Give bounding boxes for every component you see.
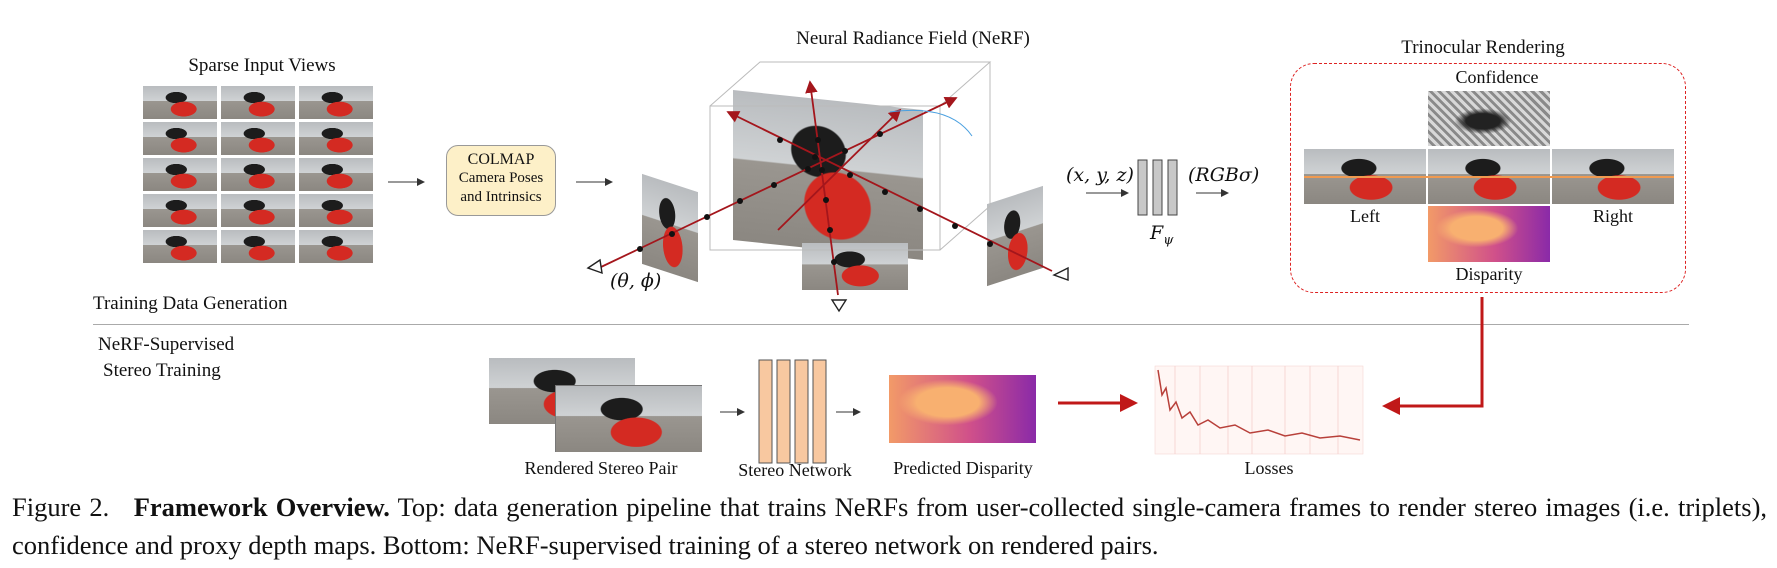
xyz-label: (x, y, z) — [1066, 164, 1134, 186]
viewing-direction-arc — [889, 109, 973, 137]
sparse-input-views-label: Sparse Input Views — [188, 55, 336, 76]
colmap-line2: and Intrinsics — [460, 189, 542, 205]
rgb-sigma-label: (RGBσ) — [1188, 164, 1260, 186]
rendered-stereo-pair-label: Rendered Stereo Pair — [524, 458, 678, 478]
input-view-thumb — [221, 158, 295, 191]
caption-prefix: Figure 2. — [12, 492, 110, 522]
trinocular-panel — [1290, 63, 1686, 293]
colmap-line1: Camera Poses — [458, 170, 544, 186]
scanline — [1304, 176, 1674, 178]
predicted-disparity-label: Predicted Disparity — [893, 458, 1033, 478]
theta-phi-label: (θ, ϕ) — [610, 270, 662, 292]
stereo-network-label: Stereo Network — [738, 460, 852, 480]
predicted-disparity-map — [889, 375, 1036, 443]
disparity-map — [1428, 206, 1550, 262]
ray-points — [637, 131, 993, 265]
input-view-thumb — [143, 158, 217, 191]
left-label: Left — [1350, 206, 1380, 226]
f-psi-sub: ψ — [1163, 232, 1174, 248]
input-view-thumb — [299, 230, 373, 263]
stereo-pair-front-image — [555, 385, 702, 452]
trinocular-title: Trinocular Rendering — [1401, 37, 1565, 58]
input-view-thumb — [299, 158, 373, 191]
nerf-rays — [600, 80, 1053, 296]
input-view-thumb — [221, 86, 295, 119]
input-view-thumb — [143, 194, 217, 227]
nerf-cube — [709, 61, 992, 251]
stereo-network-icon — [758, 359, 827, 464]
nerf-title: Neural Radiance Field (NeRF) — [796, 28, 1030, 49]
input-view-thumb — [299, 86, 373, 119]
right-label: Right — [1592, 206, 1634, 226]
colmap-title: COLMAP — [467, 151, 535, 168]
input-view-thumb — [143, 122, 217, 155]
input-view-thumb — [221, 194, 295, 227]
input-view-thumb — [143, 86, 217, 119]
input-view-thumb — [299, 122, 373, 155]
losses-label: Losses — [1244, 458, 1294, 478]
input-view-thumb — [143, 230, 217, 263]
confidence-map — [1428, 91, 1550, 146]
section-divider — [93, 324, 1689, 325]
input-view-thumb — [299, 194, 373, 227]
training-data-generation-label: Training Data Generation — [93, 293, 288, 314]
input-view-thumb — [221, 230, 295, 263]
losses-plot — [1154, 365, 1364, 455]
caption-text: Top: data generation pipeline that train… — [12, 492, 1768, 560]
camera-icons — [586, 258, 1069, 313]
disparity-label: Disparity — [1455, 264, 1523, 284]
f-psi-main: F — [1150, 222, 1164, 244]
nerf-supervised-line1: NeRF-Supervised — [98, 334, 235, 355]
colmap-box: COLMAP Camera Poses and Intrinsics — [446, 145, 556, 216]
caption-bold: Framework Overview. — [133, 492, 390, 522]
confidence-label: Confidence — [1455, 67, 1539, 87]
arrow-trino-to-losses — [1382, 297, 1484, 415]
f-psi-network — [1137, 159, 1178, 216]
figure-caption: Figure 2. Framework Overview. Top: data … — [12, 488, 1767, 564]
f-psi-label: Fψ — [1150, 222, 1173, 248]
nerf-supervised-line2: Stereo Training — [103, 360, 221, 381]
input-view-thumb — [221, 122, 295, 155]
nerf-bottom-image — [802, 243, 908, 290]
